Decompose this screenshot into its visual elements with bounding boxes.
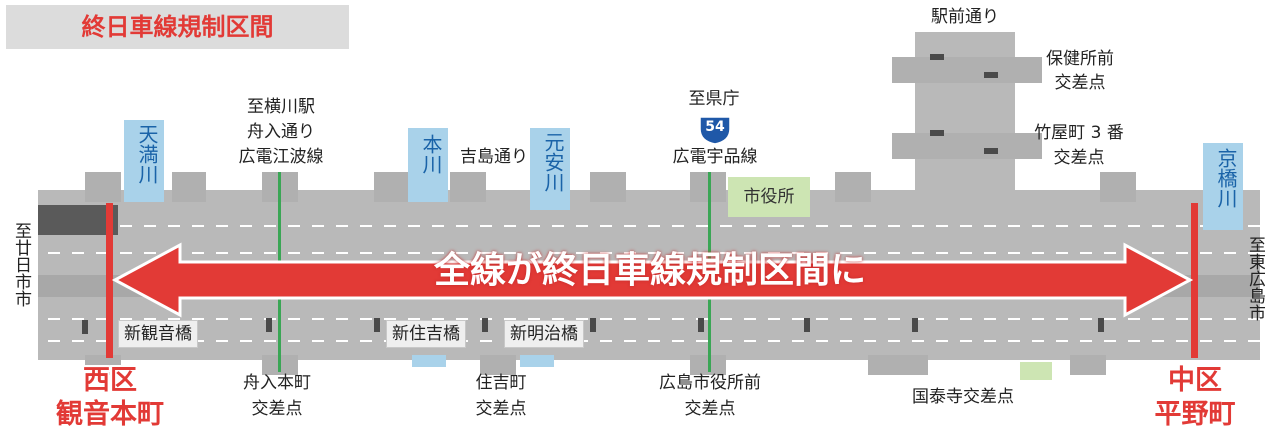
overpass <box>38 205 118 235</box>
label-ujina: 広電宇品線 <box>672 147 758 167</box>
cross-street <box>374 172 408 202</box>
restriction-arrow <box>111 242 1194 318</box>
label-funairi-1: 舟入本町 <box>243 373 311 393</box>
endpoint-east-line2: 平野町 <box>1154 399 1236 430</box>
city-hall-block: 市役所 <box>728 177 810 217</box>
route-number: 54 <box>705 119 725 135</box>
river-hon-label: 本川 <box>419 134 443 174</box>
river-hon-south <box>412 355 446 367</box>
label-yoshijima: 吉島通り <box>460 147 528 167</box>
direction-east: 至東広島市 <box>1245 236 1265 321</box>
cross-street <box>590 172 626 202</box>
traffic-signals <box>82 54 1104 334</box>
bridge-shinmeiji: 新明治橋 <box>504 320 584 348</box>
river-tenma <box>124 120 164 202</box>
label-kokutaiji: 国泰寺交差点 <box>912 387 1014 407</box>
label-hoken-1: 保健所前 <box>1046 49 1114 69</box>
cross-street <box>85 172 121 202</box>
label-takeya-1: 竹屋町 3 番 <box>1034 123 1124 143</box>
label-shiyakusho-1: 広島市役所前 <box>659 373 761 393</box>
endpoint-east-line1: 中区 <box>1168 365 1222 396</box>
cross-street <box>85 355 121 375</box>
river-hon <box>408 128 448 202</box>
label-ekimae: 駅前通り <box>931 7 999 27</box>
river-kyobashi-label: 京橋川 <box>1214 148 1238 208</box>
label-takeya-2: 交差点 <box>1053 148 1105 168</box>
cross-street <box>835 172 871 202</box>
label-sumiyoshi-2: 交差点 <box>475 399 527 419</box>
river-motoyasu <box>530 128 570 210</box>
label-funairi-2: 交差点 <box>251 399 303 419</box>
cross-street <box>172 172 206 202</box>
cross-street <box>1100 172 1136 202</box>
cross-street <box>450 172 486 202</box>
river-tenma-label: 天満川 <box>135 124 159 184</box>
river-motoyasu-south <box>520 355 554 367</box>
label-hoken-2: 交差点 <box>1054 73 1106 93</box>
headline-text: 全線が終日車線規制区間に <box>433 250 866 291</box>
endpoint-west-line2: 観音本町 <box>56 399 164 430</box>
cross-street <box>868 355 928 375</box>
label-yokogawa-1: 至横川駅 <box>247 97 315 117</box>
river-kyobashi <box>1203 143 1243 230</box>
endpoint-west-line1: 西区 <box>83 365 137 396</box>
label-shiyakusho-2: 交差点 <box>684 399 736 419</box>
bridge-shinkannon: 新観音橋 <box>118 320 198 348</box>
cross-street <box>480 355 516 375</box>
section-banner: 終日車線規制区間 <box>6 5 349 49</box>
west-boundary-line <box>106 203 113 358</box>
river-motoyasu-label: 元安川 <box>541 132 565 192</box>
east-boundary-line <box>1191 203 1198 358</box>
direction-west: 至廿日市市 <box>11 222 31 307</box>
label-kencho: 至県庁 <box>688 89 740 109</box>
bridge-shinsumiyoshi: 新住吉橋 <box>386 320 466 348</box>
label-yokogawa-3: 広電江波線 <box>238 147 324 167</box>
cross-street <box>1070 355 1106 375</box>
label-sumiyoshi-1: 住吉町 <box>475 373 527 393</box>
route-shield-icon <box>699 116 731 145</box>
label-yokogawa-2: 舟入通り <box>247 122 315 142</box>
